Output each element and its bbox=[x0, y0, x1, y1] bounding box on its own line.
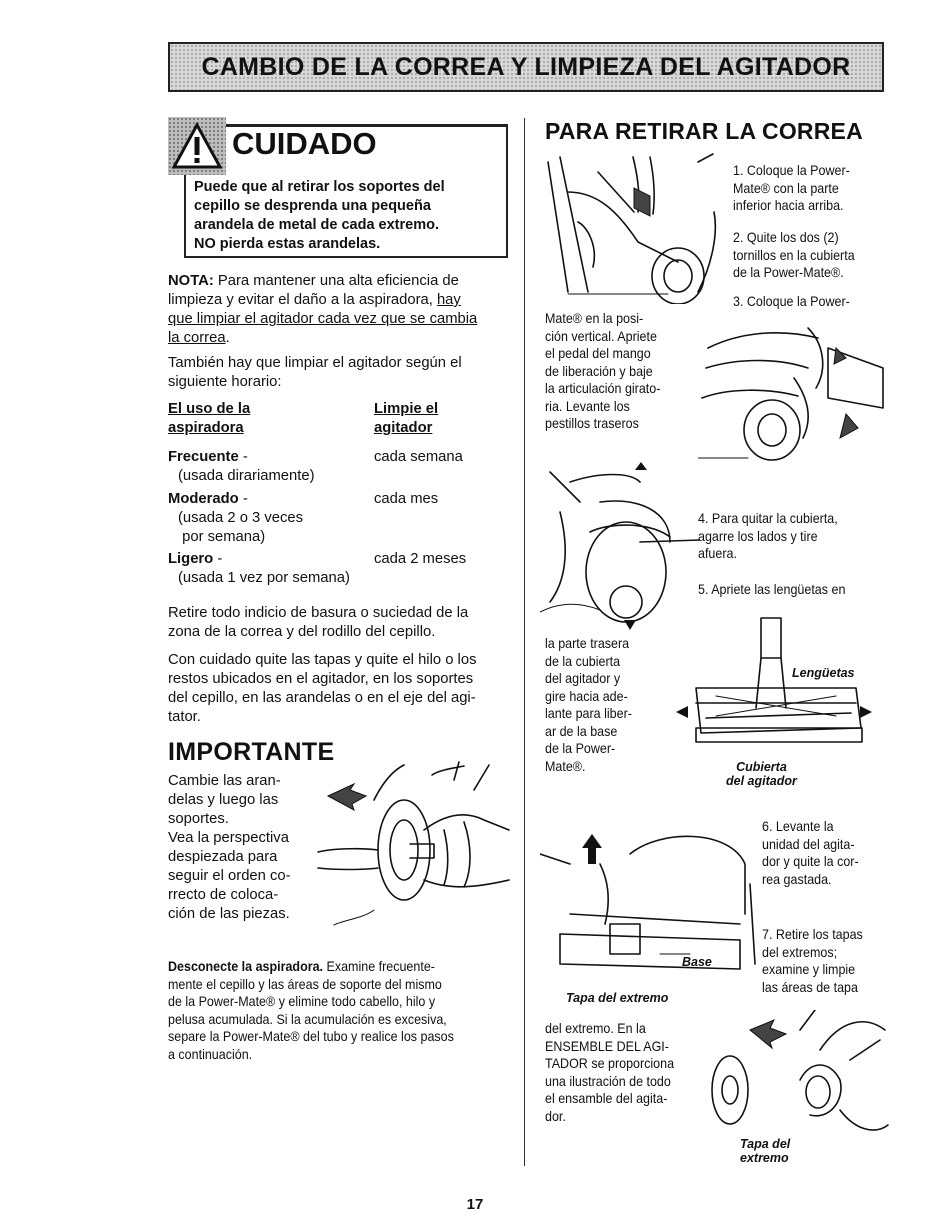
cover-removal-illustration bbox=[540, 462, 700, 630]
label-base: Base bbox=[682, 955, 712, 969]
step-3-continued: Mate® en la posi- ción vertical. Apriete… bbox=[545, 311, 661, 431]
step-7: 7. Retire los tapas del extremos; examin… bbox=[762, 927, 863, 995]
step-2: 2. Quite los dos (2) tornillos en la cub… bbox=[733, 230, 855, 280]
schedule-value: cada semana bbox=[374, 449, 463, 465]
end-cap-illustration bbox=[711, 1010, 889, 1131]
step-3: 3. Coloque la Power- bbox=[733, 294, 850, 309]
schedule-col2-header: Limpie el agitador bbox=[374, 401, 439, 436]
desconecte-paragraph: Desconecte la aspiradora. Examine frecue… bbox=[168, 959, 454, 1062]
cuidado-paragraph: Con cuidado quite las tapas y quite el h… bbox=[168, 652, 477, 725]
schedule-row: Ligero - (usada 1 vez por semana) bbox=[168, 551, 350, 586]
washer-hand-illustration bbox=[317, 761, 510, 926]
label-tapa-extremo: Tapa del extremo bbox=[566, 991, 669, 1005]
caution-title: CUIDADO bbox=[232, 126, 377, 161]
section-title: CAMBIO DE LA CORREA Y LIMPIEZA DEL AGITA… bbox=[201, 52, 851, 81]
step-1: 1. Coloque la Power- Mate® con la parte … bbox=[733, 163, 850, 213]
agitator-base-illustration bbox=[540, 834, 756, 970]
warning-triangle-icon bbox=[171, 121, 223, 169]
powermate-underside-illustration bbox=[547, 153, 717, 304]
schedule-row: Moderado - (usada 2 o 3 veces por semana… bbox=[168, 491, 304, 545]
importante-text: Cambie las aran- delas y luego las sopor… bbox=[168, 773, 291, 922]
step-7-continued: del extremo. En la ENSEMBLE DEL AGI- TAD… bbox=[545, 1021, 675, 1124]
step-4: 4. Para quitar la cubierta, agarre los l… bbox=[698, 511, 838, 561]
section-header: CAMBIO DE LA CORREA Y LIMPIEZA DEL AGITA… bbox=[168, 42, 884, 92]
caution-text: Puede que al retirar los soportes del ce… bbox=[194, 179, 445, 252]
agitator-cover-illustration bbox=[676, 617, 872, 743]
schedule-value: cada 2 meses bbox=[374, 551, 467, 567]
column-divider bbox=[524, 118, 525, 1166]
label-cubierta: Cubierta del agitador bbox=[726, 760, 797, 788]
swivel-illustration bbox=[698, 327, 884, 461]
right-column-title: PARA RETIRAR LA CORREA bbox=[545, 118, 863, 144]
step-5: 5. Apriete las lengüetas en bbox=[698, 582, 846, 597]
page-number: 17 bbox=[466, 1196, 484, 1213]
retire-paragraph: Retire todo indicio de basura o suciedad… bbox=[168, 605, 469, 640]
step-6: 6. Levante la unidad del agita- dor y qu… bbox=[762, 819, 859, 887]
caution-icon bbox=[168, 117, 226, 175]
schedule-value: cada mes bbox=[374, 491, 439, 507]
schedule-col1-header: El uso de la aspiradora bbox=[168, 401, 251, 436]
label-lenguetas: Lengüetas bbox=[792, 666, 855, 680]
label-tapa-extremo-2: Tapa del extremo bbox=[740, 1137, 791, 1165]
caution-box bbox=[184, 124, 508, 258]
nota-paragraph: NOTA: Para mantener una alta eficiencia … bbox=[168, 273, 478, 346]
schedule-row: Frecuente - (usada dirariamente) bbox=[168, 449, 315, 484]
step-5-continued: la parte trasera de la cubierta del agit… bbox=[545, 636, 632, 774]
schedule-intro: También hay que limpiar el agitador segú… bbox=[168, 355, 462, 390]
importante-title: IMPORTANTE bbox=[168, 738, 335, 766]
